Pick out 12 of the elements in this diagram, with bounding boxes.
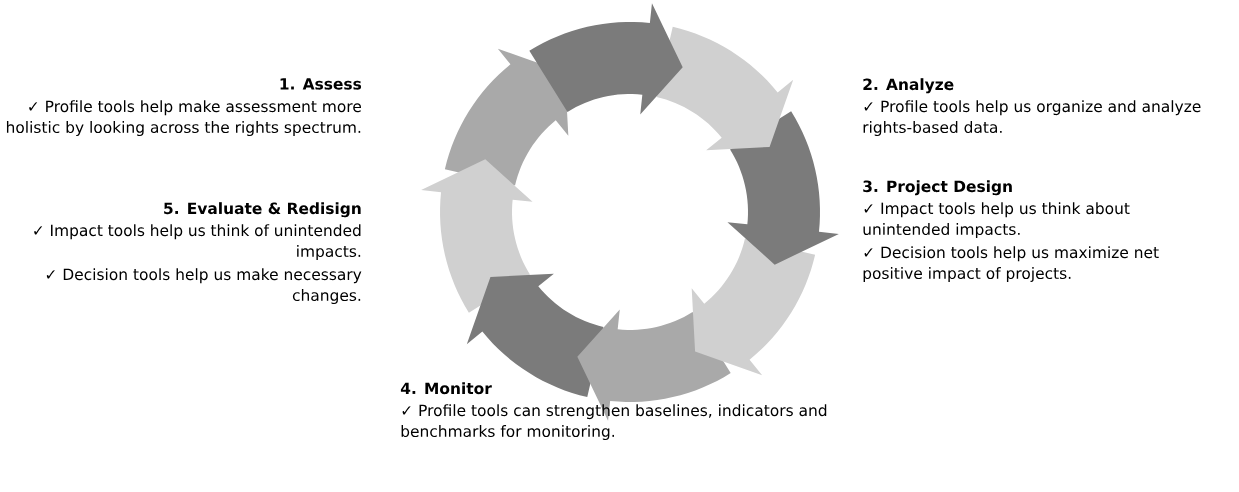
bullet-text: ✓ Decision tools help us maximize net positive impact of projects. xyxy=(863,246,1159,283)
bullet-text: ✓ Profile tools can strengthen baselines, indicators and benchmarks for monitoring. xyxy=(401,404,827,441)
bullet-text: ✓ Profile tools help make assessment more holistic by looking across the rights spectrum. xyxy=(6,100,361,137)
step-heading: 3. Project Design xyxy=(863,180,1012,196)
step-heading: 4. Monitor xyxy=(400,382,492,395)
bullet-text: ✓ Impact tools help us think of unintended impacts. xyxy=(34,224,361,261)
step-heading: 2. Analyze xyxy=(863,78,954,94)
bullet-text: ✓ Profile tools help us organize and analyze rights-based data. xyxy=(863,100,1201,137)
step-heading: 5. Evaluate & Redisign xyxy=(164,202,361,218)
bullet-text: ✓ Decision tools help us make necessary changes. xyxy=(46,268,362,305)
bullet-text: ✓ Impact tools help us think about unintended impacts. xyxy=(863,202,1130,239)
step-heading: 1. Assess xyxy=(280,78,362,90)
